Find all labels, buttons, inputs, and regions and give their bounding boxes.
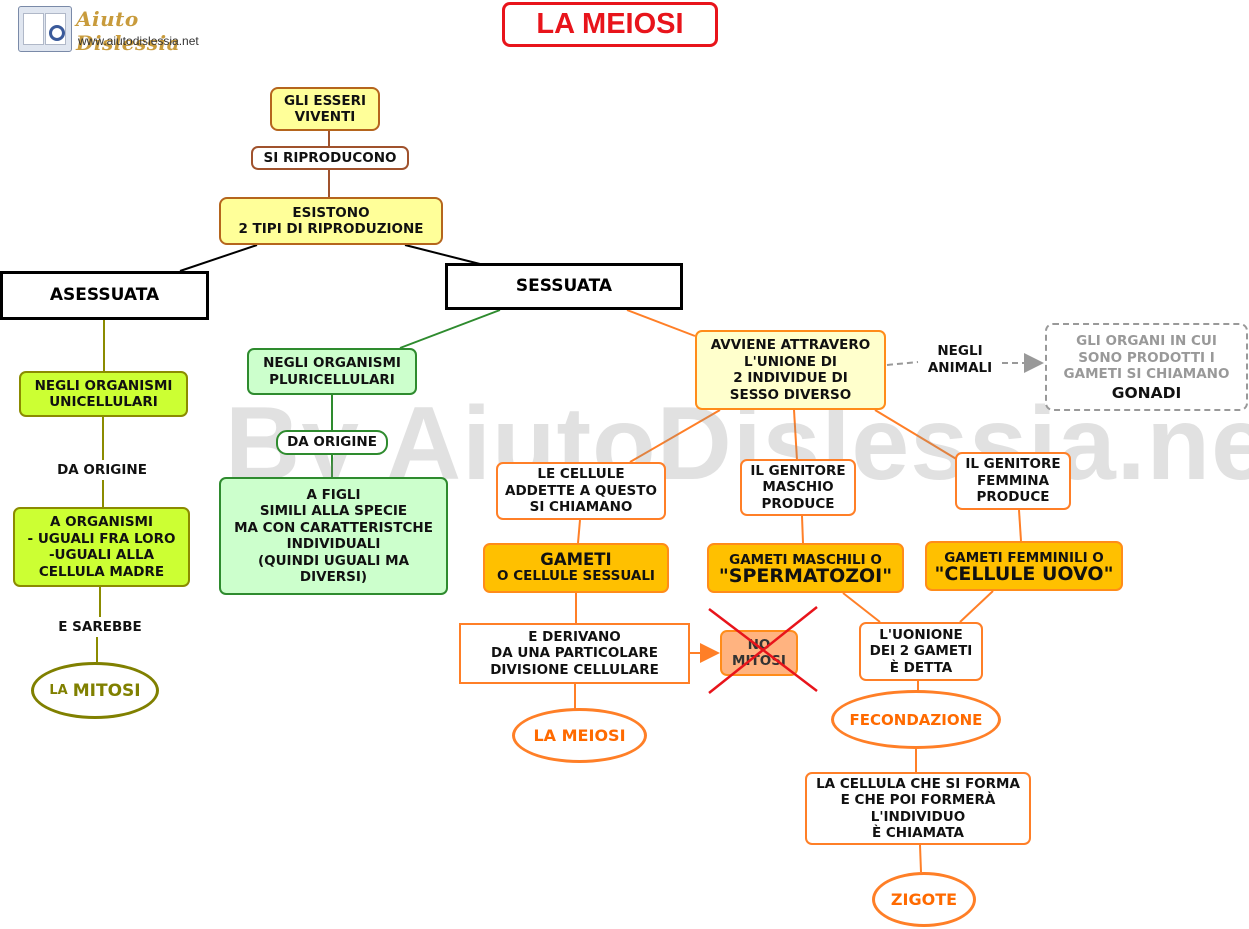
label-e-sarebbe: E SAREBBE bbox=[58, 619, 142, 635]
node-unione: L'UONIONE DEI 2 GAMETI È DETTA bbox=[859, 622, 983, 681]
node-sessuata: SESSUATA bbox=[445, 263, 683, 310]
node-cellule-uovo: GAMETI FEMMINILI O "CELLULE UOVO" bbox=[925, 541, 1123, 591]
la-mitosi-article: LA bbox=[49, 683, 68, 698]
node-la-cellula: LA CELLULA CHE SI FORMA E CHE POI FORMER… bbox=[805, 772, 1031, 845]
cellule-uovo-text: "CELLULE UOVO" bbox=[934, 563, 1114, 585]
node-da-origine-mid: DA ORIGINE bbox=[276, 430, 388, 455]
la-mitosi-word: MITOSI bbox=[72, 680, 141, 701]
oval-fecondazione: FECONDAZIONE bbox=[831, 690, 1001, 749]
node-le-cellule: LE CELLULE ADDETTE A QUESTO SI CHIAMANO bbox=[496, 462, 666, 520]
node-asessuata: ASESSUATA bbox=[0, 271, 209, 320]
book-icon bbox=[18, 6, 72, 52]
label-negli-animali: NEGLI ANIMALI bbox=[927, 343, 993, 376]
node-gli-organi: GLI ORGANI IN CUI SONO PRODOTTI I GAMETI… bbox=[1045, 323, 1248, 411]
node-pluricellulari: NEGLI ORGANISMI PLURICELLULARI bbox=[247, 348, 417, 395]
gli-organi-text: GLI ORGANI IN CUI SONO PRODOTTI I GAMETI… bbox=[1063, 333, 1230, 382]
oval-zigote: ZIGOTE bbox=[872, 872, 976, 927]
gonadi-text: GONADI bbox=[1111, 383, 1182, 402]
gameti-maschili-text: GAMETI MASCHILI O bbox=[729, 551, 882, 568]
node-genitore-femmina: IL GENITORE FEMMINA PRODUCE bbox=[955, 452, 1071, 510]
node-e-derivano: E DERIVANO DA UNA PARTICOLARE DIVISIONE … bbox=[459, 623, 690, 684]
oval-la-meiosi: LA MEIOSI bbox=[512, 708, 647, 763]
gameti-femminili-text: GAMETI FEMMINILI O bbox=[944, 549, 1104, 566]
oval-la-mitosi: LA MITOSI bbox=[31, 662, 159, 719]
node-gameti: GAMETI O CELLULE SESSUALI bbox=[483, 543, 669, 593]
node-spermatozoi: GAMETI MASCHILI O "SPERMATOZOI" bbox=[707, 543, 904, 593]
logo-url: www.aiutodislessia.net bbox=[78, 34, 199, 48]
magnifier-icon bbox=[49, 25, 65, 41]
spermatozoi-text: "SPERMATOZOI" bbox=[718, 565, 893, 587]
page-title: LA MEIOSI bbox=[502, 2, 718, 47]
logo-name: Aiuto Dislessia bbox=[76, 7, 181, 55]
node-a-organismi: A ORGANISMI - UGUALI FRA LORO -UGUALI AL… bbox=[13, 507, 190, 587]
cross-mark-icon bbox=[708, 606, 818, 694]
node-si-riproducono: SI RIPRODUCONO bbox=[251, 146, 409, 170]
gameti-title: GAMETI bbox=[540, 549, 612, 569]
node-unicellulari: NEGLI ORGANISMI UNICELLULARI bbox=[19, 371, 188, 417]
label-da-origine-left: DA ORIGINE bbox=[57, 462, 147, 478]
node-esistono: ESISTONO 2 TIPI DI RIPRODUZIONE bbox=[219, 197, 443, 245]
node-a-figli: A FIGLI SIMILI ALLA SPECIE MA CON CARATT… bbox=[219, 477, 448, 595]
aiutodislessia-logo: Aiuto Dislessia www.aiutodislessia.net bbox=[18, 6, 223, 55]
node-esseri-viventi: GLI ESSERI VIVENTI bbox=[270, 87, 380, 131]
node-genitore-maschio: IL GENITORE MASCHIO PRODUCE bbox=[740, 459, 856, 516]
gameti-subtitle: O CELLULE SESSUALI bbox=[497, 568, 655, 584]
node-avviene: AVVIENE ATTRAVERO L'UNIONE DI 2 INDIVIDU… bbox=[695, 330, 886, 410]
